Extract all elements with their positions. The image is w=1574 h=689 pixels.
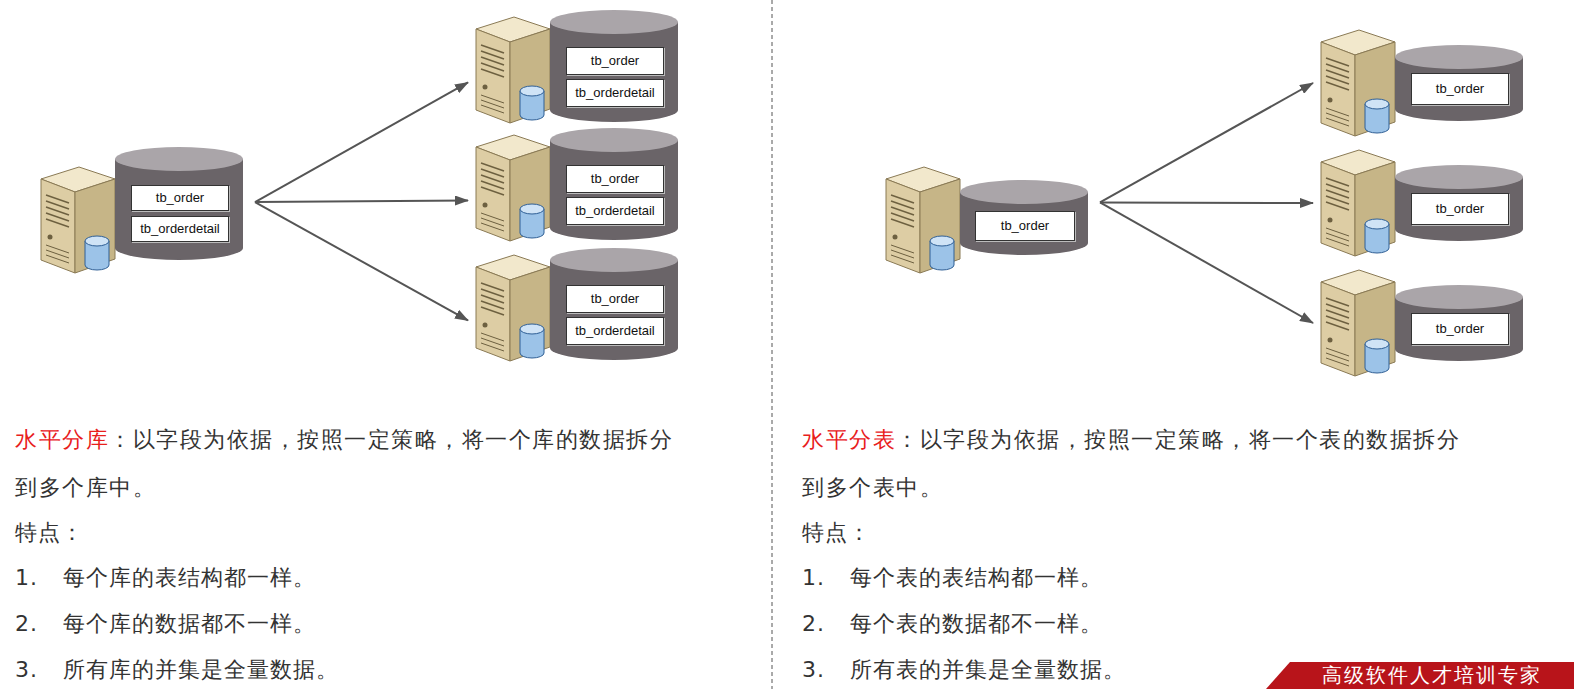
server-icon	[1321, 30, 1395, 136]
term-heading: 水平分库	[15, 427, 109, 452]
server-icon	[41, 167, 115, 273]
brand-watermark: 高级软件人才培训专家	[1322, 662, 1542, 689]
database-cylinder	[550, 248, 678, 360]
split-arrow	[255, 202, 468, 320]
feature-text: 1.	[15, 563, 38, 593]
server-icon	[886, 167, 960, 273]
database-server: tb_order	[1315, 28, 1525, 138]
table-name: tb_order	[591, 172, 639, 186]
brand-banner	[1266, 662, 1574, 689]
database-server: tb_order tb_orderdetail	[470, 128, 680, 243]
definition-text: ：以字段为依据，按照一定策略，将一个表的数据拆分到多个表中。	[802, 427, 1460, 500]
server-icon	[476, 255, 550, 361]
feature-text: 每个表的表结构都一样。	[850, 563, 1103, 593]
table-box: tb_order	[566, 285, 664, 313]
definition-text: ：以字段为依据，按照一定策略，将一个库的数据拆分到多个库中。	[15, 427, 673, 500]
table-name: tb_order	[1436, 322, 1484, 336]
split-arrow	[1100, 83, 1313, 202]
table-name: tb_order	[1436, 82, 1484, 96]
feature-text: 3.	[15, 655, 38, 685]
feature-text: 1.	[802, 563, 825, 593]
table-box: tb_order	[1411, 73, 1509, 105]
table-name: tb_orderdetail	[575, 86, 655, 100]
table-box: tb_order	[1411, 193, 1509, 225]
feature-text: 2.	[802, 609, 825, 639]
feature-text: 每个表的数据都不一样。	[850, 609, 1103, 639]
table-name: tb_orderdetail	[140, 222, 220, 236]
feature-text: 2.	[15, 609, 38, 639]
split-arrow	[1100, 202, 1313, 323]
database-cylinder	[960, 180, 1088, 255]
database-server: tb_order	[1315, 268, 1525, 378]
table-box: tb_orderdetail	[566, 317, 664, 345]
database-server: tb_order	[880, 165, 1090, 275]
definition-paragraph: 水平分表：以字段为依据，按照一定策略，将一个表的数据拆分到多个表中。	[802, 416, 1470, 512]
term-heading: 水平分表	[802, 427, 896, 452]
table-box: tb_order	[1411, 313, 1509, 345]
table-name: tb_orderdetail	[575, 324, 655, 338]
feature-text: 特点：	[15, 518, 84, 548]
split-arrow	[1100, 201, 1313, 204]
split-arrow	[255, 82, 468, 202]
database-cylinder	[1395, 165, 1523, 241]
table-name: tb_order	[1436, 202, 1484, 216]
table-name: tb_order	[591, 54, 639, 68]
table-name: tb_order	[1001, 219, 1049, 233]
database-cylinder	[1395, 45, 1523, 121]
divider-line	[772, 0, 773, 689]
database-cylinder	[115, 147, 243, 260]
feature-text: 3.	[802, 655, 825, 685]
feature-text: 所有表的并集是全量数据。	[850, 655, 1126, 685]
split-arrow	[255, 200, 468, 202]
database-server: tb_order tb_orderdetail	[35, 147, 245, 275]
table-box: tb_order	[566, 165, 664, 193]
table-box: tb_order	[131, 185, 229, 211]
table-name: tb_order	[591, 292, 639, 306]
table-box: tb_order	[566, 47, 664, 75]
database-cylinder	[550, 10, 678, 122]
database-cylinder	[550, 128, 678, 240]
server-icon	[476, 135, 550, 241]
server-icon	[476, 17, 550, 123]
server-icon	[1321, 150, 1395, 256]
feature-text: 特点：	[802, 518, 871, 548]
feature-text: 每个库的表结构都一样。	[63, 563, 316, 593]
table-box: tb_orderdetail	[566, 197, 664, 225]
definition-paragraph: 水平分库：以字段为依据，按照一定策略，将一个库的数据拆分到多个库中。	[15, 416, 683, 512]
table-box: tb_orderdetail	[566, 79, 664, 107]
feature-text: 每个库的数据都不一样。	[63, 609, 316, 639]
table-box: tb_orderdetail	[131, 216, 229, 242]
feature-text: 所有库的并集是全量数据。	[63, 655, 339, 685]
database-server: tb_order	[1315, 148, 1525, 258]
table-name: tb_orderdetail	[575, 204, 655, 218]
table-box: tb_order	[975, 211, 1075, 241]
table-name: tb_order	[156, 191, 204, 205]
database-server: tb_order tb_orderdetail	[470, 248, 680, 363]
database-server: tb_order tb_orderdetail	[470, 10, 680, 125]
server-icon	[1321, 270, 1395, 376]
database-cylinder	[1395, 285, 1523, 361]
server-database-illustration	[35, 147, 245, 275]
